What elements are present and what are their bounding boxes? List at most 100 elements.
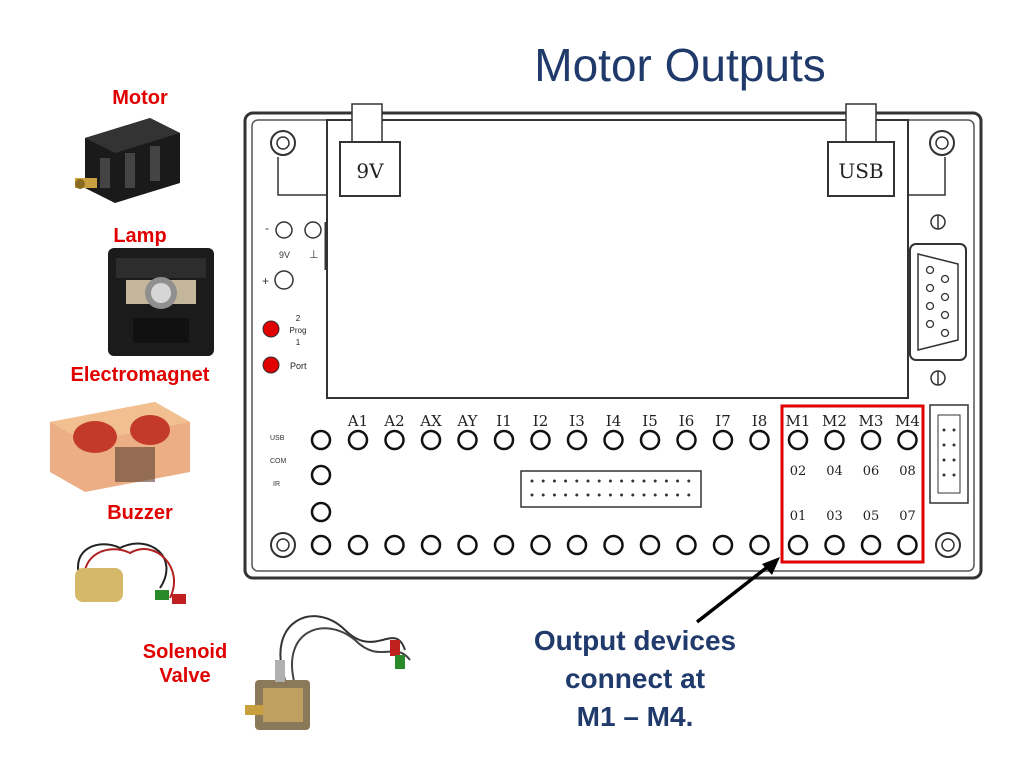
output-label-04: 04 xyxy=(826,464,843,479)
header-pin xyxy=(586,493,590,497)
ground-terminal-3 xyxy=(420,534,442,556)
ground-terminal-8 xyxy=(603,534,624,556)
minus-jack xyxy=(275,221,293,239)
device-label-lamp: Lamp xyxy=(113,225,167,247)
power-connector-label: 9V xyxy=(356,159,384,183)
input-terminal-a1 xyxy=(347,429,369,451)
header-pin xyxy=(586,479,590,483)
output-label-05: 05 xyxy=(863,509,880,524)
ground-terminal-4 xyxy=(457,534,478,556)
motor-terminal-m1-top xyxy=(787,429,809,451)
input-terminal-i7 xyxy=(712,429,734,451)
header-pin xyxy=(552,493,556,497)
prog-label-1: 1 xyxy=(296,338,301,347)
motor-terminal-m3-bottom xyxy=(860,534,882,556)
header-pin xyxy=(653,493,657,497)
motor-terminal-m2-bottom xyxy=(824,534,845,556)
ground-terminal-2 xyxy=(384,534,405,556)
side-label-usb: USB xyxy=(270,435,285,442)
note-line-3: M1 – M4. xyxy=(576,701,694,732)
input-label-i6: I6 xyxy=(679,412,694,430)
header-pin xyxy=(631,493,635,497)
mounting-hole-bottom-left-icon xyxy=(270,532,296,558)
input-label-i7: I7 xyxy=(715,412,730,430)
input-label-i5: I5 xyxy=(642,412,657,430)
input-label-ay: AY xyxy=(456,412,478,430)
prog-label: Prog xyxy=(290,326,307,335)
output-label-07: 07 xyxy=(899,509,916,524)
ground-jack xyxy=(304,221,322,239)
prog-led-icon xyxy=(262,320,280,338)
mounting-hole-bottom-right-icon xyxy=(935,532,961,558)
input-terminal-i8 xyxy=(749,429,770,451)
electromagnet-icon xyxy=(50,402,190,492)
mounting-hole-top-right-icon xyxy=(929,130,955,156)
port-led-icon xyxy=(262,356,280,374)
lcd-display xyxy=(326,119,909,399)
note-line-2: connect at xyxy=(564,663,706,694)
output-note: Output devices connect at M1 – M4. xyxy=(500,622,770,736)
usb-connector-label: USB xyxy=(838,159,883,183)
input-label-i4: I4 xyxy=(606,412,621,430)
serial-port xyxy=(909,243,967,361)
motor-terminal-m1-bottom xyxy=(787,534,809,556)
note-line-1: Output devices xyxy=(533,625,737,656)
device-label-buzzer: Buzzer xyxy=(107,502,173,524)
input-terminal-i5 xyxy=(639,429,661,451)
header-pin xyxy=(653,479,657,483)
header-pin xyxy=(541,493,545,497)
input-terminal-ax xyxy=(420,429,442,451)
header-pin xyxy=(541,479,545,483)
input-terminal-a2 xyxy=(384,429,405,451)
mounting-hole-top-left-icon xyxy=(270,130,296,156)
lamp-icon xyxy=(108,248,214,356)
ground-terminal-9 xyxy=(639,534,661,556)
motor-label-m2: M2 xyxy=(822,412,847,430)
input-header-strip xyxy=(520,470,702,508)
input-label-ax: AX xyxy=(419,412,442,430)
minus-jack-label: - xyxy=(265,221,269,235)
motor-outputs-highlight-box xyxy=(780,404,925,564)
jack-9v-label: 9V xyxy=(279,250,290,260)
header-pin xyxy=(676,479,680,483)
input-label-i2: I2 xyxy=(533,412,548,430)
prog-label-2: 2 xyxy=(296,314,301,323)
header-pin xyxy=(564,479,568,483)
ribbon-header-right xyxy=(929,404,969,504)
header-pin xyxy=(597,479,601,483)
side-label-com: COM xyxy=(270,458,287,465)
port-label: Port xyxy=(290,361,307,371)
arrow-line xyxy=(695,563,772,624)
header-pin xyxy=(687,493,691,497)
header-pin xyxy=(664,479,668,483)
input-label-i8: I8 xyxy=(752,412,767,430)
motor-label-m3: M3 xyxy=(859,412,884,430)
ir-terminal xyxy=(310,501,332,523)
output-label-03: 03 xyxy=(826,509,843,524)
arrow-head-icon xyxy=(762,557,780,575)
ground-terminal-1 xyxy=(347,534,369,556)
header-pin xyxy=(642,493,646,497)
input-label-a1: A1 xyxy=(347,412,368,430)
header-pin xyxy=(575,493,579,497)
header-pin xyxy=(564,493,568,497)
header-pin xyxy=(631,479,635,483)
input-label-i3: I3 xyxy=(569,412,584,430)
input-terminal-ay xyxy=(457,429,478,451)
ground-terminal-7 xyxy=(566,534,588,556)
power-connector xyxy=(339,141,401,197)
input-terminal-i1 xyxy=(493,429,515,451)
header-pin xyxy=(642,479,646,483)
ground-terminal-6 xyxy=(530,534,551,556)
header-pin xyxy=(620,479,624,483)
output-label-02: 02 xyxy=(790,464,807,479)
svg-text:⊥: ⊥ xyxy=(309,249,319,261)
solenoid-valve-icon xyxy=(245,615,411,730)
header-pin xyxy=(687,479,691,483)
header-pin xyxy=(552,479,556,483)
output-label-01: 01 xyxy=(790,509,807,524)
ground-terminal xyxy=(310,534,332,556)
motor-terminal-m2-top xyxy=(824,429,845,451)
input-terminal-i3 xyxy=(566,429,588,451)
